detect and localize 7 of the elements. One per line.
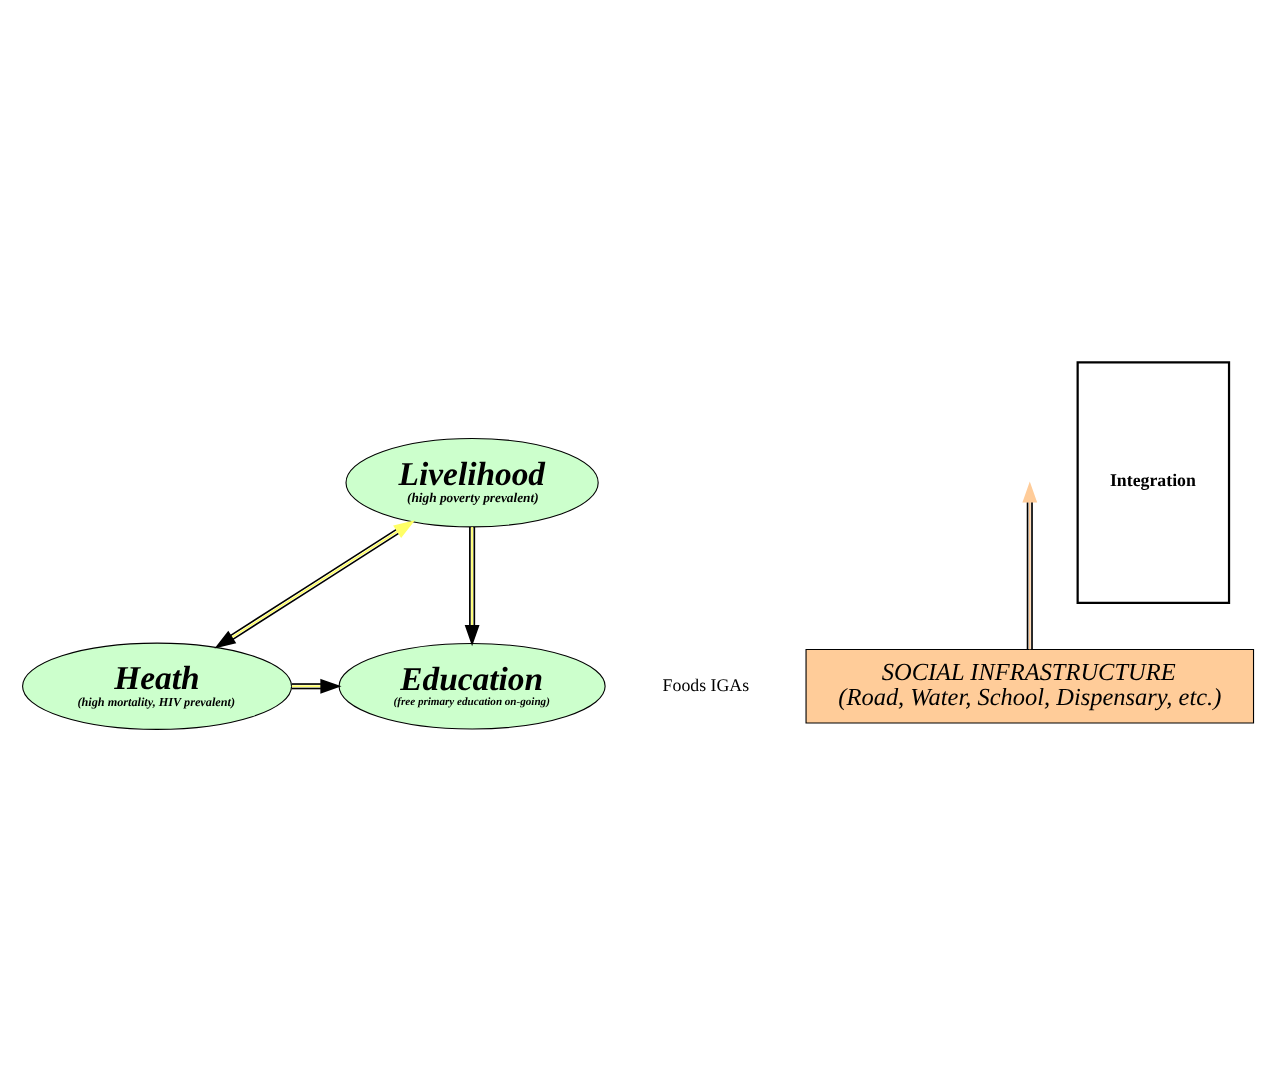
arrow [214,519,415,648]
arrow [464,525,480,646]
arrow [1022,480,1038,650]
node-box: Integration [1076,360,1231,603]
arrow [290,677,342,693]
node-box: SOCIAL INFRASTRUCTURE (Road, Water, School, Dispensary, etc.) [805,647,1255,723]
label: Foods IGAs [662,673,750,694]
